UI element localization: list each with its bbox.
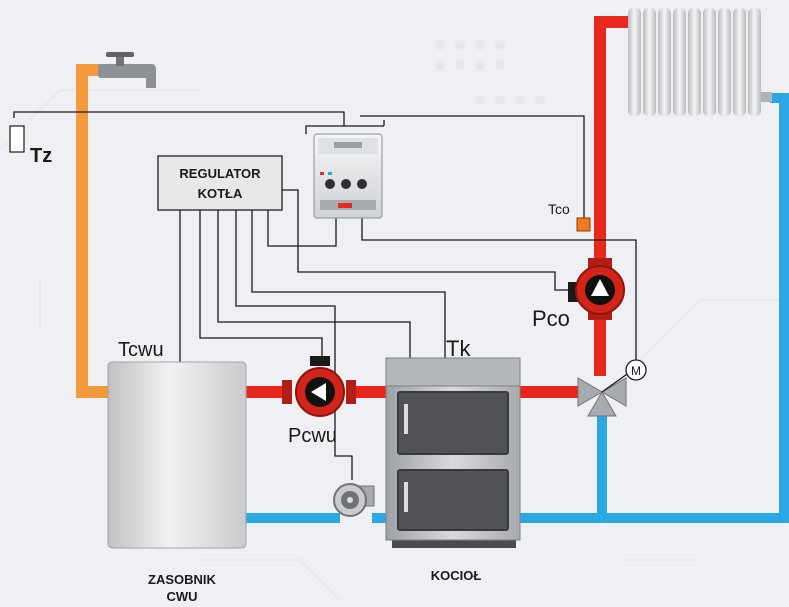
tk-label: Tk (446, 336, 471, 361)
radiator (628, 8, 772, 116)
pcwu-label: Pcwu (288, 425, 337, 447)
tap-icon (98, 52, 156, 88)
tz-sensor (9, 125, 25, 153)
boiler-label: KOCIOŁ (431, 568, 482, 583)
tcwu-label: Tcwu (118, 339, 164, 361)
tco-sensor (576, 217, 591, 232)
fan-icon (333, 483, 375, 517)
tank-label-line2: CWU (166, 589, 197, 604)
boiler (385, 357, 521, 548)
control-wiring (13, 111, 637, 480)
pco-label: Pco (532, 306, 570, 331)
valve-motor (625, 359, 647, 381)
dhw-pipe (76, 64, 108, 398)
dhw-pump (282, 356, 356, 417)
tz-label: Tz (30, 145, 52, 167)
ch-pump (568, 258, 625, 320)
regulator-box: REGULATOR KOTŁA (157, 155, 283, 211)
dhw-tank (107, 361, 247, 549)
motor-label: M (631, 364, 641, 378)
controller-device (313, 133, 383, 219)
tank-label-line1: ZASOBNIK (148, 572, 217, 587)
mixing-valve: M (577, 359, 647, 417)
tco-label: Tco (548, 201, 570, 217)
cold-water-pipe (246, 93, 789, 523)
regulator-label-line1: REGULATOR (179, 166, 261, 181)
regulator-label-line2: KOTŁA (198, 186, 243, 201)
